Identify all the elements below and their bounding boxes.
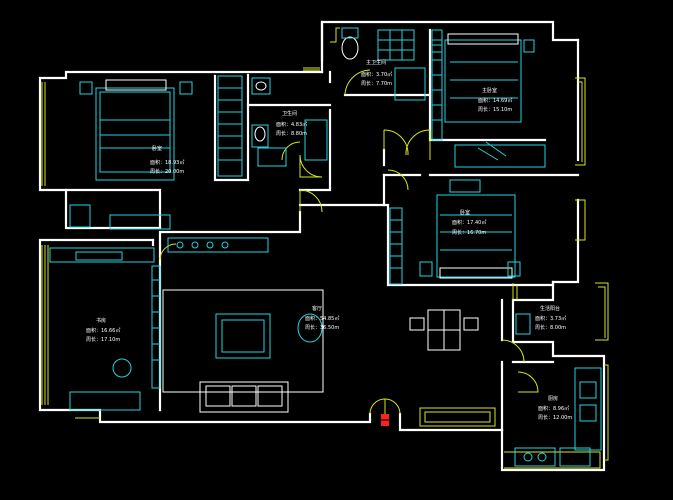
room-label-bedroom-east: 卧室 面积：17.40㎡ 周长：16.70m <box>452 209 486 236</box>
svg-text:客厅: 客厅 <box>312 305 322 312</box>
room-label-master-bedroom: 主卧室 面积：14.69㎡ 周长：15.10m <box>478 87 512 113</box>
svg-text:面积：3.70㎡: 面积：3.70㎡ <box>361 71 392 78</box>
room-label-bedroom-west: 卧室 面积：18.93㎡ 周长：20.00m <box>150 145 184 175</box>
entry-marker-icon <box>381 414 389 426</box>
doors <box>159 69 539 415</box>
svg-text:周长：15.10m: 周长：15.10m <box>478 106 512 113</box>
svg-text:周长：8.00m: 周长：8.00m <box>535 324 566 331</box>
room-label-kitchen: 厨房 面积：8.96㎡ 周长：12.00m <box>538 395 572 421</box>
svg-text:书房: 书房 <box>96 317 106 324</box>
svg-text:周长：17.10m: 周长：17.10m <box>86 336 120 343</box>
svg-text:面积：14.69㎡: 面积：14.69㎡ <box>478 97 512 104</box>
svg-text:厨房: 厨房 <box>548 395 558 402</box>
furniture <box>49 27 602 467</box>
svg-text:面积：17.40㎡: 面积：17.40㎡ <box>452 219 486 226</box>
room-label-living-room: 客厅 面积：54.85㎡ 周长：36.50m <box>305 305 339 331</box>
walls <box>38 20 606 472</box>
svg-text:卧室: 卧室 <box>460 209 470 216</box>
svg-text:周长：7.70m: 周长：7.70m <box>361 80 392 87</box>
svg-text:卫生间: 卫生间 <box>282 110 297 117</box>
svg-text:面积：3.73㎡: 面积：3.73㎡ <box>535 315 566 322</box>
room-label-bathroom-master: 主卫生间 面积：3.70㎡ 周长：7.70m <box>361 59 392 87</box>
windows <box>41 27 609 469</box>
room-label-bathroom-west: 卫生间 面积：4.83㎡ 周长：8.80m <box>276 110 307 137</box>
room-label-kitchen-balcony: 生活阳台 面积：3.73㎡ 周长：8.00m <box>535 305 566 331</box>
svg-text:周长：8.80m: 周长：8.80m <box>276 130 307 137</box>
svg-text:周长：20.00m: 周长：20.00m <box>150 168 184 175</box>
room-labels: 卧室 面积：18.93㎡ 周长：20.00m 卫生间 面积：4.83㎡ 周长：8… <box>86 59 572 421</box>
room-label-study: 书房 面积：16.66㎡ 周长：17.10m <box>86 317 120 343</box>
svg-text:生活阳台: 生活阳台 <box>540 305 560 312</box>
svg-text:面积：54.85㎡: 面积：54.85㎡ <box>305 315 339 322</box>
svg-text:面积：16.66㎡: 面积：16.66㎡ <box>86 327 120 334</box>
svg-text:卧室: 卧室 <box>152 145 162 152</box>
svg-text:周长：12.00m: 周长：12.00m <box>538 414 572 421</box>
svg-text:主卧室: 主卧室 <box>482 87 497 94</box>
svg-text:周长：16.70m: 周长：16.70m <box>452 229 486 236</box>
svg-text:面积：18.93㎡: 面积：18.93㎡ <box>150 159 184 166</box>
svg-text:面积：4.83㎡: 面积：4.83㎡ <box>276 121 307 128</box>
svg-text:主卫生间: 主卫生间 <box>366 59 386 66</box>
svg-text:面积：8.96㎡: 面积：8.96㎡ <box>538 405 569 412</box>
svg-text:周长：36.50m: 周长：36.50m <box>305 324 339 331</box>
